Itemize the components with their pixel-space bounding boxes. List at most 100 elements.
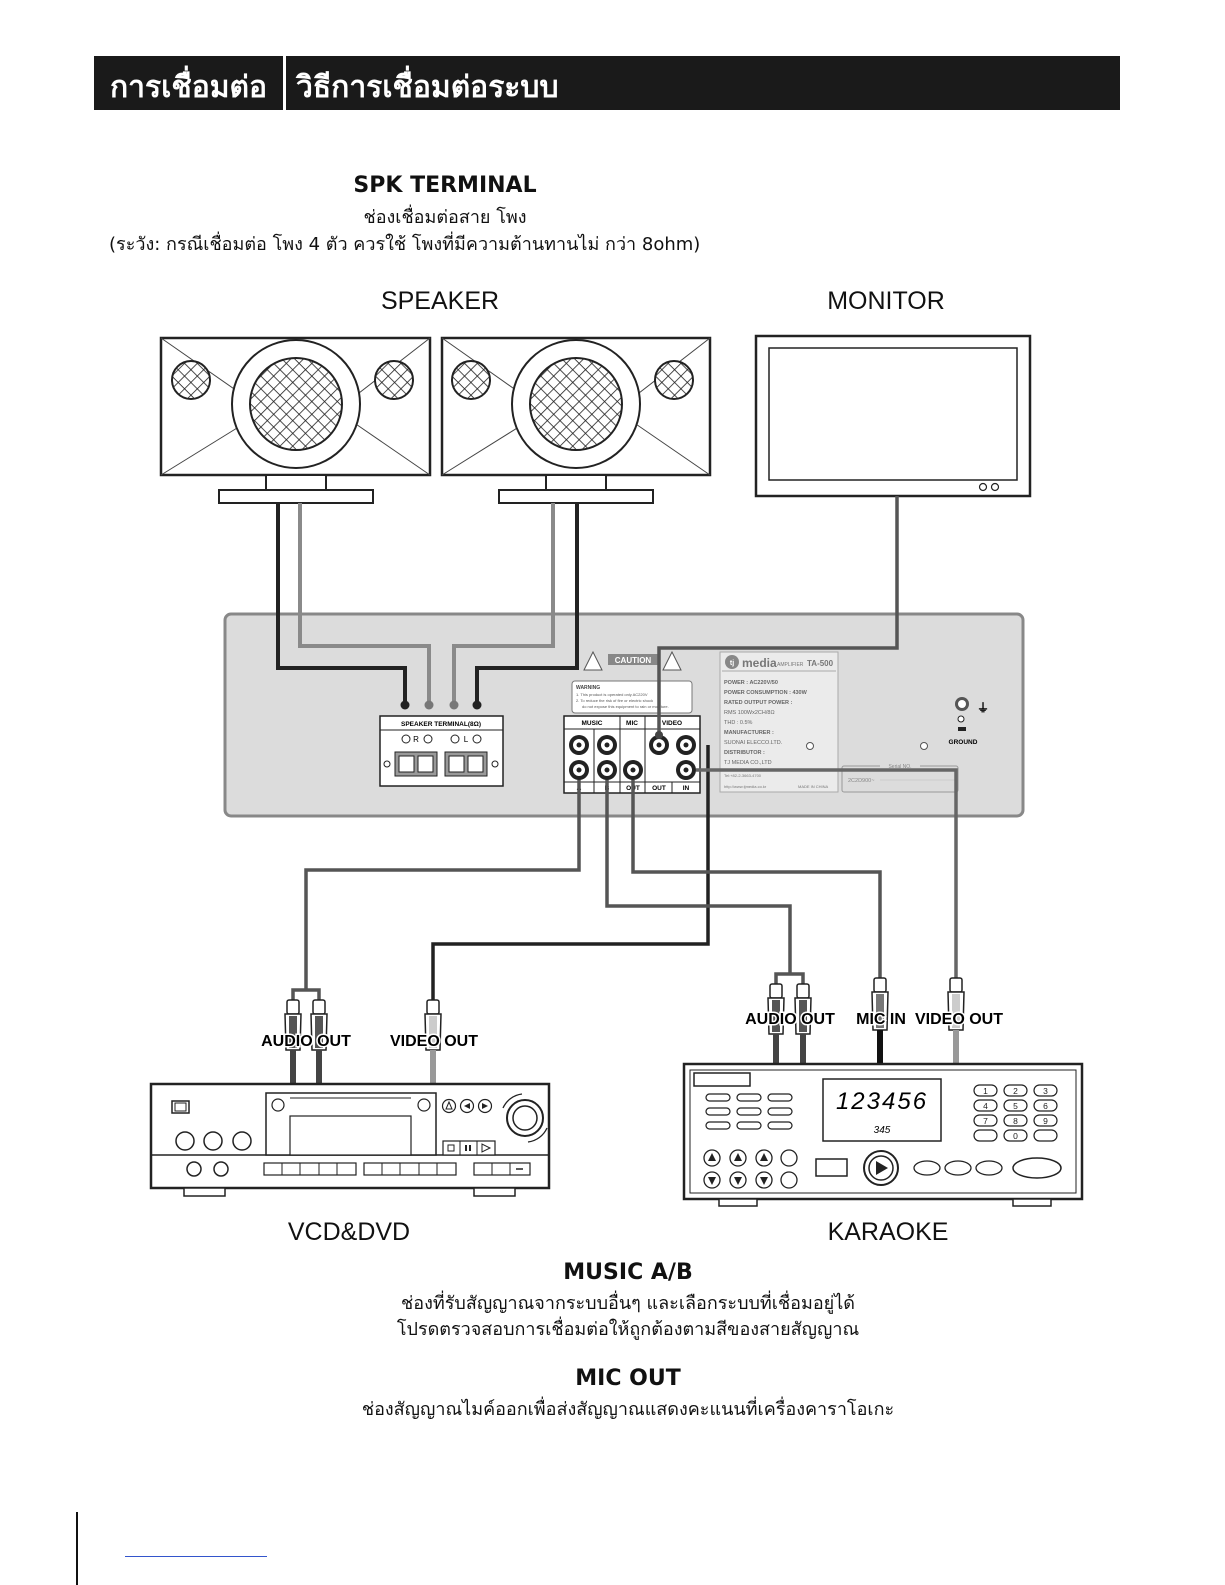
svg-text:AUDIO OUT: AUDIO OUT [261,1033,351,1050]
karaoke-video-out-label: VIDEO OUT [913,1010,1004,1030]
speaker-right [440,336,712,504]
vcd-audio-rca-plugs [284,988,328,1084]
key-3: 3 [1043,1086,1048,1096]
spec-website: http://www.tjmedia.co.kr [724,784,767,789]
karaoke-mic-in-label: MIC IN [855,1010,908,1030]
ground-terminal: ⏚ GROUND [949,697,989,746]
page-title: วิธีการเชื่อมต่อระบบ [296,70,559,105]
spk-terminal-desc: ช่องเชื่อมต่อสาย โพง [363,207,527,228]
amplifier-back-panel: SPEAKER TERMINAL(8Ω) R L CAUTION WARNING [223,612,1025,818]
svg-text:AUDIO OUT: AUDIO OUT [745,1011,835,1028]
warning-line-3: do not expose this equipment to rain or … [582,704,669,709]
spec-line-3: RATED OUTPUT POWER : [724,700,793,706]
music-ab-line1: ช่องที่รับสัญญาณจากระบบอื่นๆ และเลือกระบ… [401,1293,855,1314]
caution-warning-box: CAUTION WARNING 1. This product is opera… [571,650,693,714]
ground-label: GROUND [949,739,978,746]
spec-tel: Tel:+82-2-3663-4700 [724,773,762,778]
display-panel: 123456 345 [822,1078,942,1142]
monitor-video-cable [657,496,899,733]
brand-name: media [742,656,777,670]
key-6: 6 [1043,1101,1048,1111]
rca-jack-music-b-bottom [597,760,617,780]
speaker-cables [276,503,579,710]
monitor [754,334,1032,498]
spec-line-8: DISTRIBUTOR : [724,750,765,756]
music-ab-line2: โปรดตรวจสอบการเชื่อมต่อให้ถูกต้องตามสีขอ… [396,1319,860,1340]
brand-badge: tj [730,660,734,667]
spec-made-in: MADE IN CHINA [798,784,829,789]
warning-title: WARNING [576,685,600,691]
svg-text:VIDEO OUT: VIDEO OUT [915,1011,1003,1028]
monitor-label: MONITOR [827,287,945,315]
terminal-l-label: L [464,735,469,744]
panel-screw [920,742,928,750]
karaoke-video-out-rca-plug [947,977,965,1064]
display-main: 123456 [836,1088,928,1115]
key-1: 1 [983,1086,988,1096]
karaoke-label: KARAOKE [827,1218,949,1246]
vcd-audio-out-label: AUDIO OUT [260,1032,353,1052]
rca-jack-music-b-top [597,735,617,755]
rca-jack-music-a-bottom [569,760,589,780]
section-header: การเชื่อมต่อ วิธีการเชื่อมต่อระบบ [94,56,1120,110]
karaoke-audio-out-label: AUDIO OUT [744,1010,837,1030]
vcd-video-rca-plug [424,999,442,1084]
spec-line-7: SUONAI ELECCO.LTD. [724,740,783,746]
speaker-terminal-label: SPEAKER TERMINAL(8Ω) [401,721,481,728]
mic-label: MIC [626,720,638,727]
karaoke-machine: 123456 345 1 2 3 4 5 6 7 8 9 0 [682,1062,1084,1207]
warning-line-1: 1. This product is operated only AC220V [576,692,648,697]
speaker-left [159,336,432,504]
key-2: 2 [1013,1086,1018,1096]
key-0: 0 [1013,1131,1018,1141]
model-prefix: AMPLIFIER [777,662,804,668]
rca-jack-video-in-bottom [676,760,696,780]
signal-cables [304,745,958,1000]
caution-label: CAUTION [615,656,652,665]
jack-video-out-label: OUT [652,785,666,792]
vcd-video-out-label: VIDEO OUT [388,1032,479,1052]
jack-video-in-label: IN [683,785,690,792]
vcd-dvd-player [149,1082,551,1197]
spec-line-4: RMS 100Wx2CH/8Ω [724,710,775,716]
rca-jack-music-a-top [569,735,589,755]
section-label: การเชื่อมต่อ [110,70,268,105]
serial-value: 2C2D900~ [848,778,874,784]
rca-jack-video-in-top [676,735,696,755]
mic-out-title: MIC OUT [575,1366,681,1391]
svg-text:MIC IN: MIC IN [856,1011,906,1028]
warning-line-2: 2. To reduce the risk of fire or electri… [576,698,653,703]
vcd-dvd-label: VCD&DVD [287,1218,411,1246]
video-label: VIDEO [662,720,682,727]
music-label: MUSIC [582,720,603,727]
header-divider [283,56,286,110]
spec-line-2: POWER CONSUMPTION : 430W [724,690,808,696]
spec-line-1: POWER : AC220V/50 [724,680,778,686]
spk-terminal-title: SPK TERMINAL [353,173,537,198]
karaoke-mic-in-rca-plug [871,977,889,1064]
speaker-label: SPEAKER [380,287,500,315]
serial-label: Serial NO. [888,764,911,770]
serial-box: Serial NO. 2C2D900~ [841,762,959,793]
key-5: 5 [1013,1101,1018,1111]
karaoke-audio-rca-plugs [767,972,812,1064]
terminal-r-label: R [413,735,419,744]
music-ab-title: MUSIC A/B [563,1260,693,1285]
spk-terminal-warning: (ระวัง: กรณีเชื่อมต่อ โพง 4 ตัว ควรใช้ โ… [109,234,701,255]
svg-text:VIDEO OUT: VIDEO OUT [390,1033,478,1050]
spec-line-6: MANUFACTURER : [724,730,774,736]
display-sub: 345 [874,1125,891,1136]
spec-line-9: TJ MEDIA CO.,LTD [724,760,772,766]
speaker-terminal-block: SPEAKER TERMINAL(8Ω) R L [379,715,504,787]
key-4: 4 [983,1101,988,1111]
rca-jack-video-out [649,735,669,755]
footer-underline [125,1556,267,1557]
keypad [973,1084,1058,1142]
key-8: 8 [1013,1116,1018,1126]
page-margin-rule [76,1512,78,1585]
key-7: 7 [983,1116,988,1126]
model-number: TA-500 [807,659,834,668]
rca-jack-mic-out [623,760,643,780]
spec-line-5: THD : 0.5% [724,720,753,726]
